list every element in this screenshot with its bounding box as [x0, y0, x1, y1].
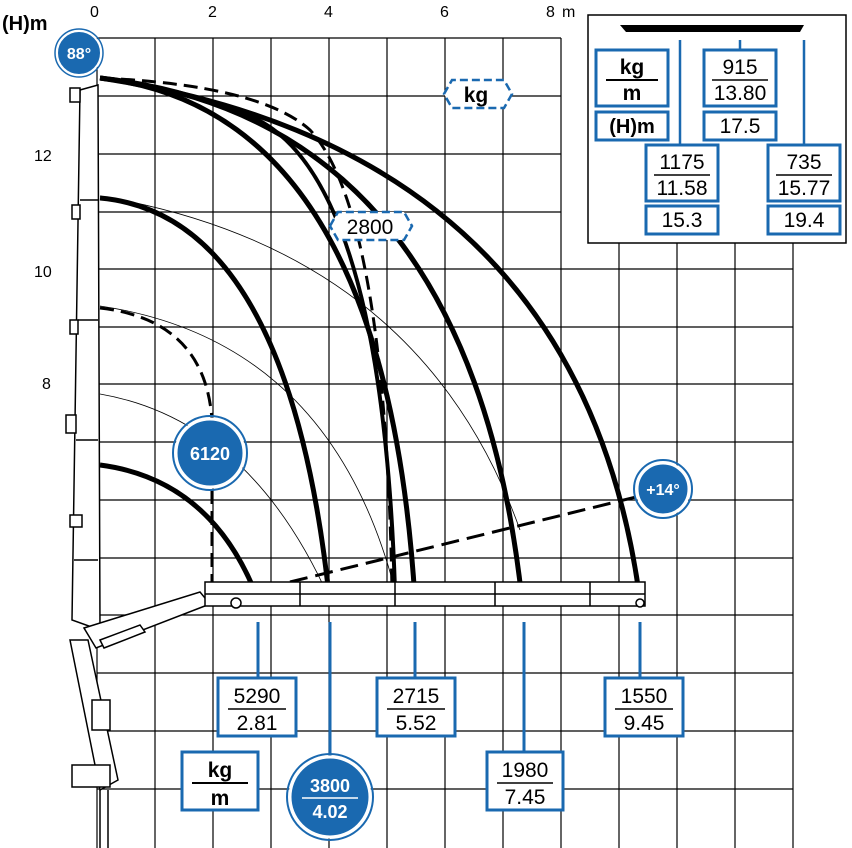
inset-kg-1175: 1175	[659, 151, 704, 174]
capacity-pointers	[256, 622, 642, 762]
y-tick-12: 12	[34, 148, 52, 165]
capacity-kg-1980: 1980	[502, 759, 549, 782]
inset-kg-735: 735	[786, 151, 821, 174]
x-tick-0: 0	[90, 4, 99, 21]
inset-h-15.3: 15.3	[662, 209, 703, 232]
curve-1550	[99, 75, 643, 601]
load-curves	[99, 75, 643, 606]
capacity-box-1980: 1980 7.45	[485, 750, 565, 812]
badge-2800-text: 2800	[347, 216, 394, 239]
crane-boom	[82, 581, 646, 649]
curve-5290	[99, 462, 263, 606]
curve-dashed-6120	[99, 306, 214, 421]
capacity-box-2715: 2715 5.52	[375, 676, 457, 738]
curve-1980	[99, 75, 525, 601]
inset-kg-915: 915	[722, 56, 757, 79]
kg-hex-text: kg	[464, 84, 489, 107]
min-angle-text: +14°	[646, 482, 680, 499]
curve-2715	[99, 75, 418, 601]
capacity-kg-2715: 2715	[393, 685, 440, 708]
inset-h-19.4: 19.4	[784, 209, 825, 232]
y-tick-10: 10	[34, 264, 52, 281]
capacity-m-5.52: 5.52	[396, 712, 437, 735]
curve-inner-2715	[229, 108, 397, 591]
curve-3800	[99, 195, 333, 606]
capacity-m-7.45: 7.45	[505, 786, 546, 809]
x-tick-2: 2	[208, 4, 217, 21]
max-angle-badge: 88°	[54, 28, 104, 78]
badge-6120-text: 6120	[190, 444, 230, 464]
inset-m-13.80: 13.80	[714, 82, 767, 105]
curve-dashed-2800	[99, 76, 394, 591]
x-tick-8: 8	[546, 4, 555, 21]
reach-arcs	[99, 195, 521, 601]
inset-unit-m: m	[623, 82, 642, 105]
x-tick-4: 4	[324, 4, 333, 21]
capacity-m-9.45: 9.45	[624, 712, 665, 735]
x-axis-unit-label: m	[562, 4, 575, 21]
circle-kg-3800: 3800	[310, 776, 350, 796]
circle-m-4.02: 4.02	[312, 802, 347, 822]
extension-inset: kg m (H)m 915 13.80 17.5 1175 11.58 15.3…	[587, 14, 847, 244]
capacity-circle-3800: 3800 4.02	[286, 753, 374, 841]
capacity-m-2.81: 2.81	[237, 712, 278, 735]
inset-m-15.77: 15.77	[778, 177, 831, 200]
y-tick-8: 8	[42, 376, 51, 393]
x-tick-6: 6	[440, 4, 449, 21]
inset-m-11.58: 11.58	[657, 177, 708, 200]
max-angle-text: 88°	[67, 46, 91, 63]
capacity-box-1550: 1550 9.45	[603, 676, 685, 738]
badge-6120: 6120	[172, 415, 248, 491]
badge-2800: 2800	[328, 210, 414, 242]
capacity-kg-5290: 5290	[234, 685, 281, 708]
legend-m: m	[211, 787, 230, 810]
inset-unit-kg: kg	[620, 56, 645, 79]
crane-column	[65, 84, 119, 848]
kg-hex-badge: kg	[442, 78, 514, 110]
min-angle-boom-line	[289, 494, 641, 584]
inset-h-17.5: 17.5	[720, 115, 761, 138]
legend-kg: kg	[208, 759, 233, 782]
capacity-box-5290: 5290 2.81	[216, 676, 298, 738]
legend-kg-m: kg m	[180, 750, 260, 812]
y-axis-unit-label: (H)m	[2, 13, 48, 35]
inset-height-label: (H)m	[609, 116, 655, 138]
min-angle-badge: +14°	[633, 459, 693, 519]
capacity-kg-1550: 1550	[621, 685, 668, 708]
